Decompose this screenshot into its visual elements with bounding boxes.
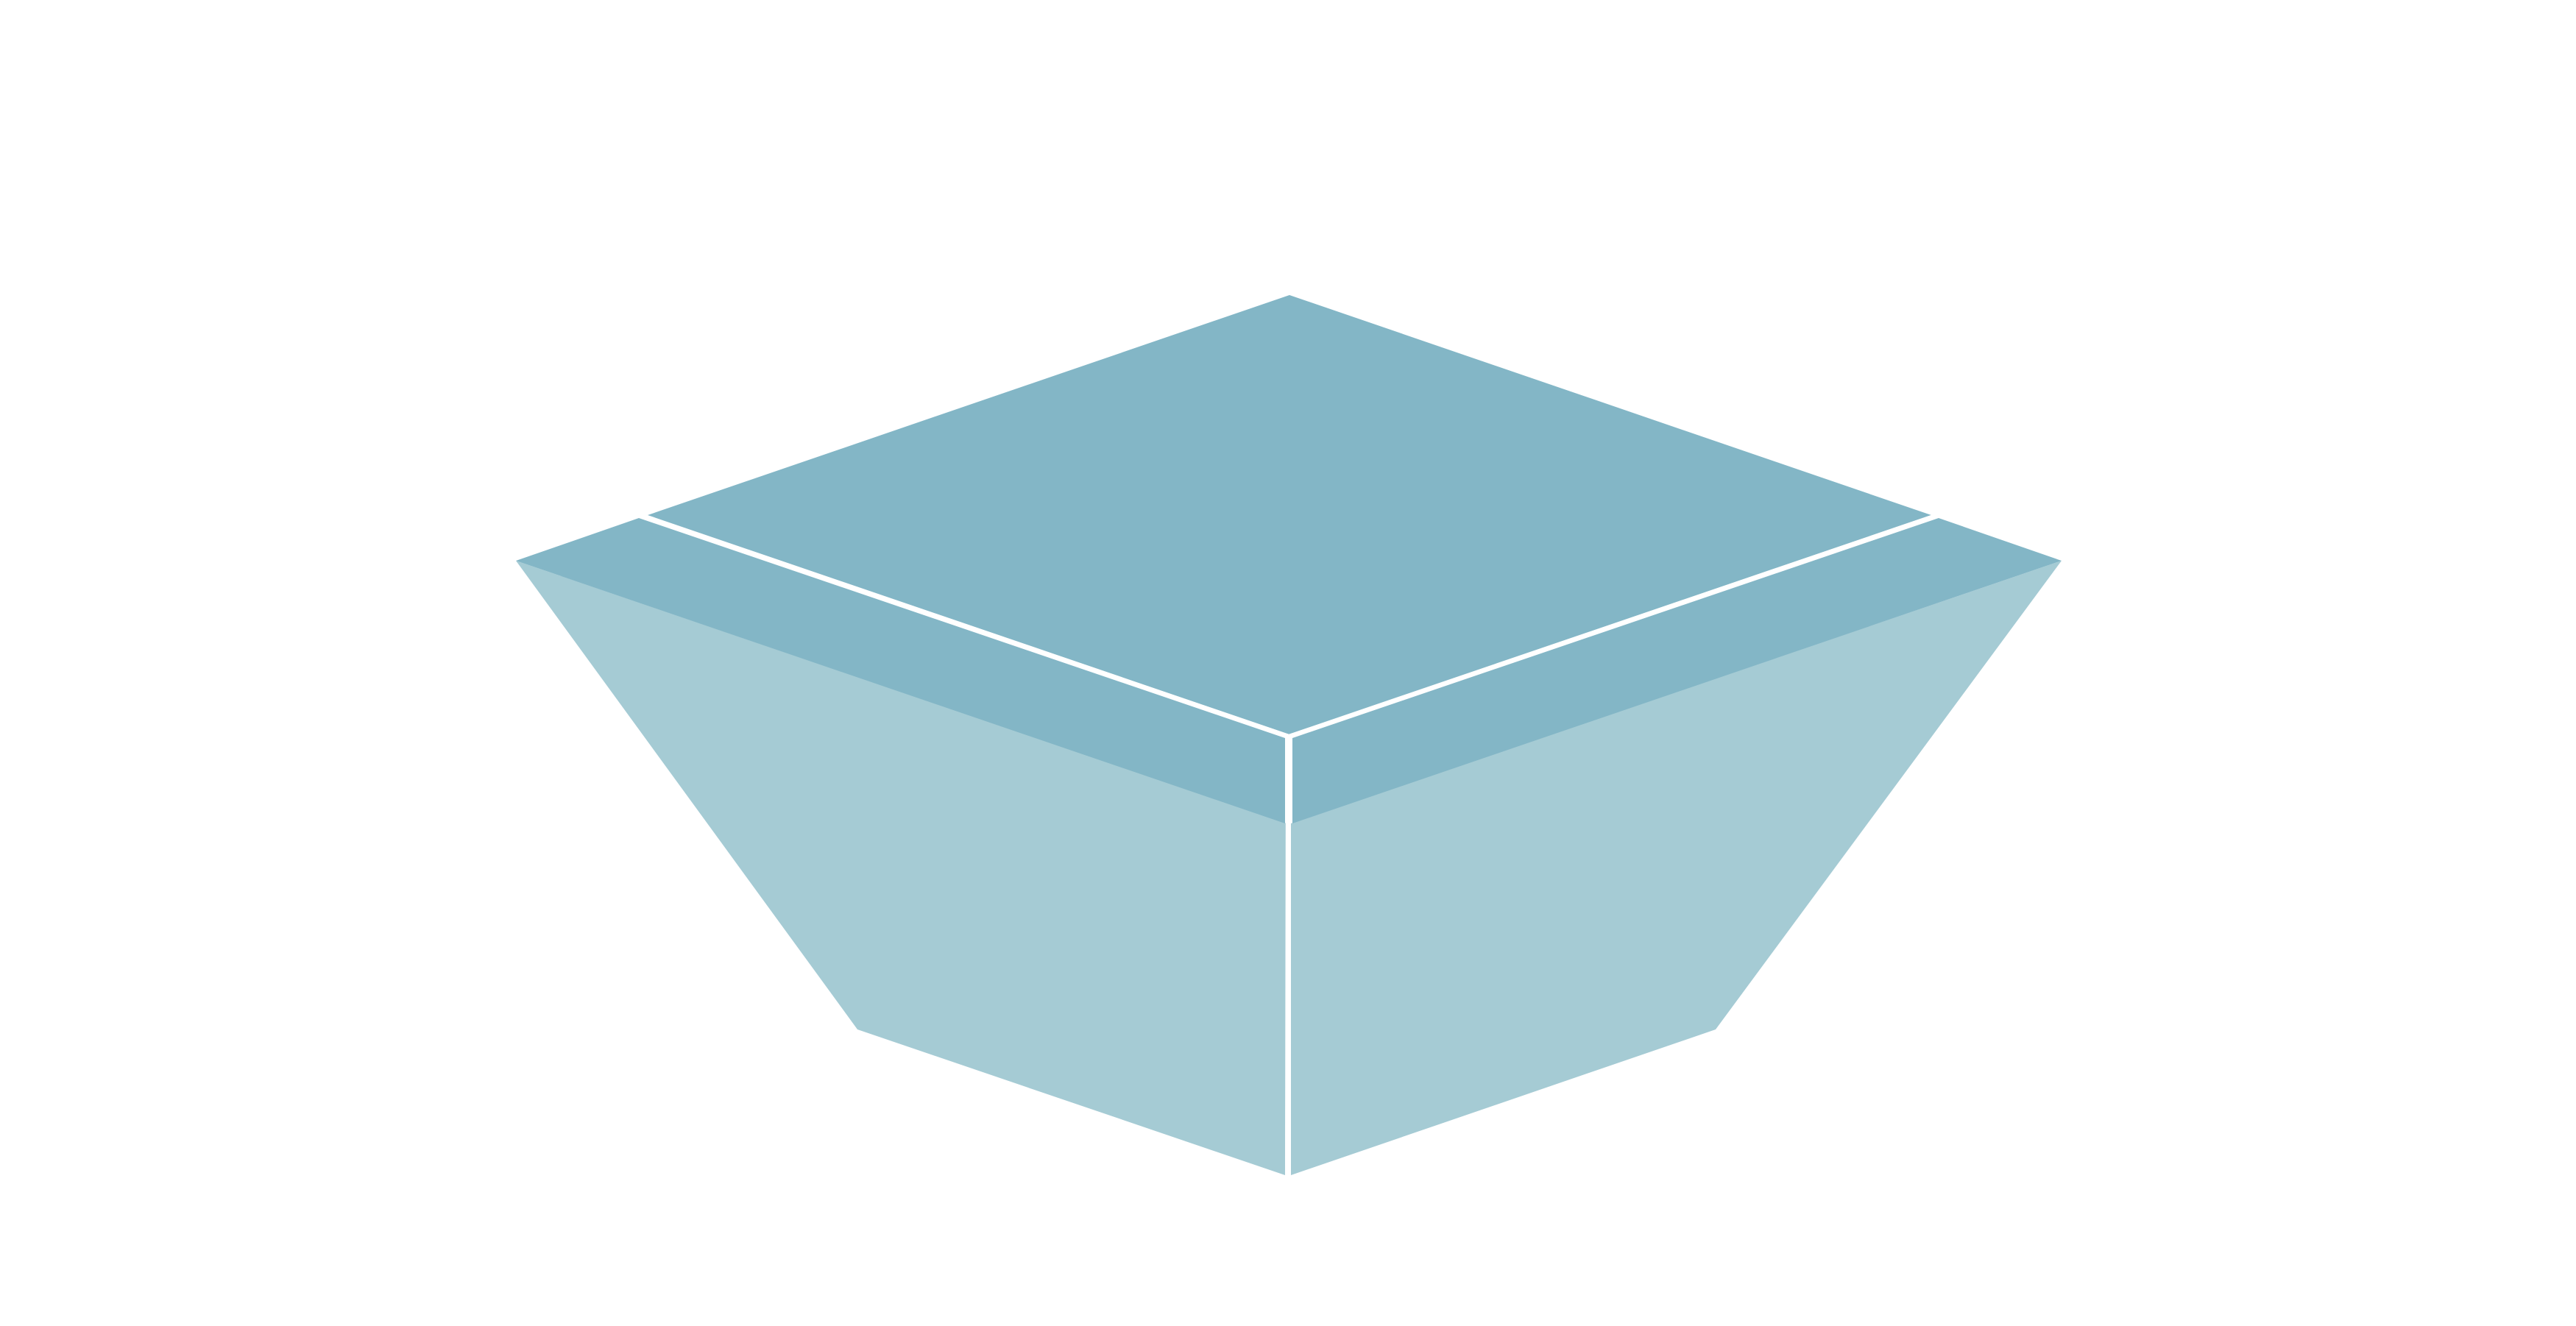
box-left-rim-band xyxy=(516,518,1285,823)
box-right-rim-band xyxy=(1292,518,2062,823)
edge-line-left xyxy=(640,514,1291,739)
box-left-side-face xyxy=(516,561,1287,1175)
box-right-side-face xyxy=(1291,561,2062,1175)
edge-line-vertical xyxy=(1285,734,1290,1178)
edge-line-right xyxy=(1287,514,1938,739)
